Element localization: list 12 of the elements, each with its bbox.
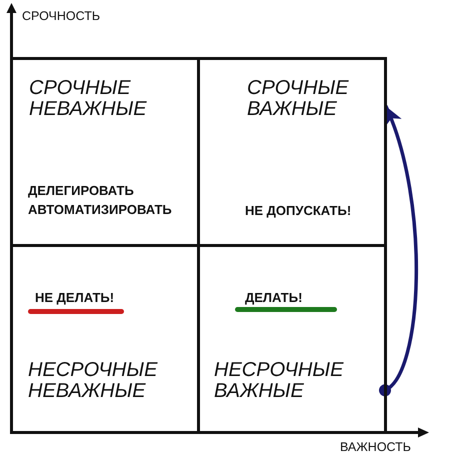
axis-label: СРОЧНОСТЬ (22, 9, 100, 23)
curved-arrow (379, 104, 418, 396)
action-text: ДЕЛАТЬ! (245, 289, 302, 307)
action-text: НЕ ДОПУСКАТЬ! (245, 202, 352, 220)
axis-label: ВАЖНОСТЬ (340, 440, 412, 454)
quadrant-title: НЕСРОЧНЫЕ ВАЖНЫЕ (214, 360, 344, 402)
quadrant-title: СРОЧНЫЕ НЕВАЖНЫЕ (29, 78, 147, 120)
quadrant-title: СРОЧНЫЕ ВАЖНЫЕ (247, 78, 349, 120)
quadrant-title: НЕСРОЧНЫЕ НЕВАЖНЫЕ (28, 360, 158, 402)
action-text: НЕ ДЕЛАТЬ! (35, 289, 114, 307)
action-text: ДЕЛЕГИРОВАТЬ АВТОМАТИЗИРОВАТЬ (28, 182, 172, 219)
quadrant-box (197, 57, 387, 247)
